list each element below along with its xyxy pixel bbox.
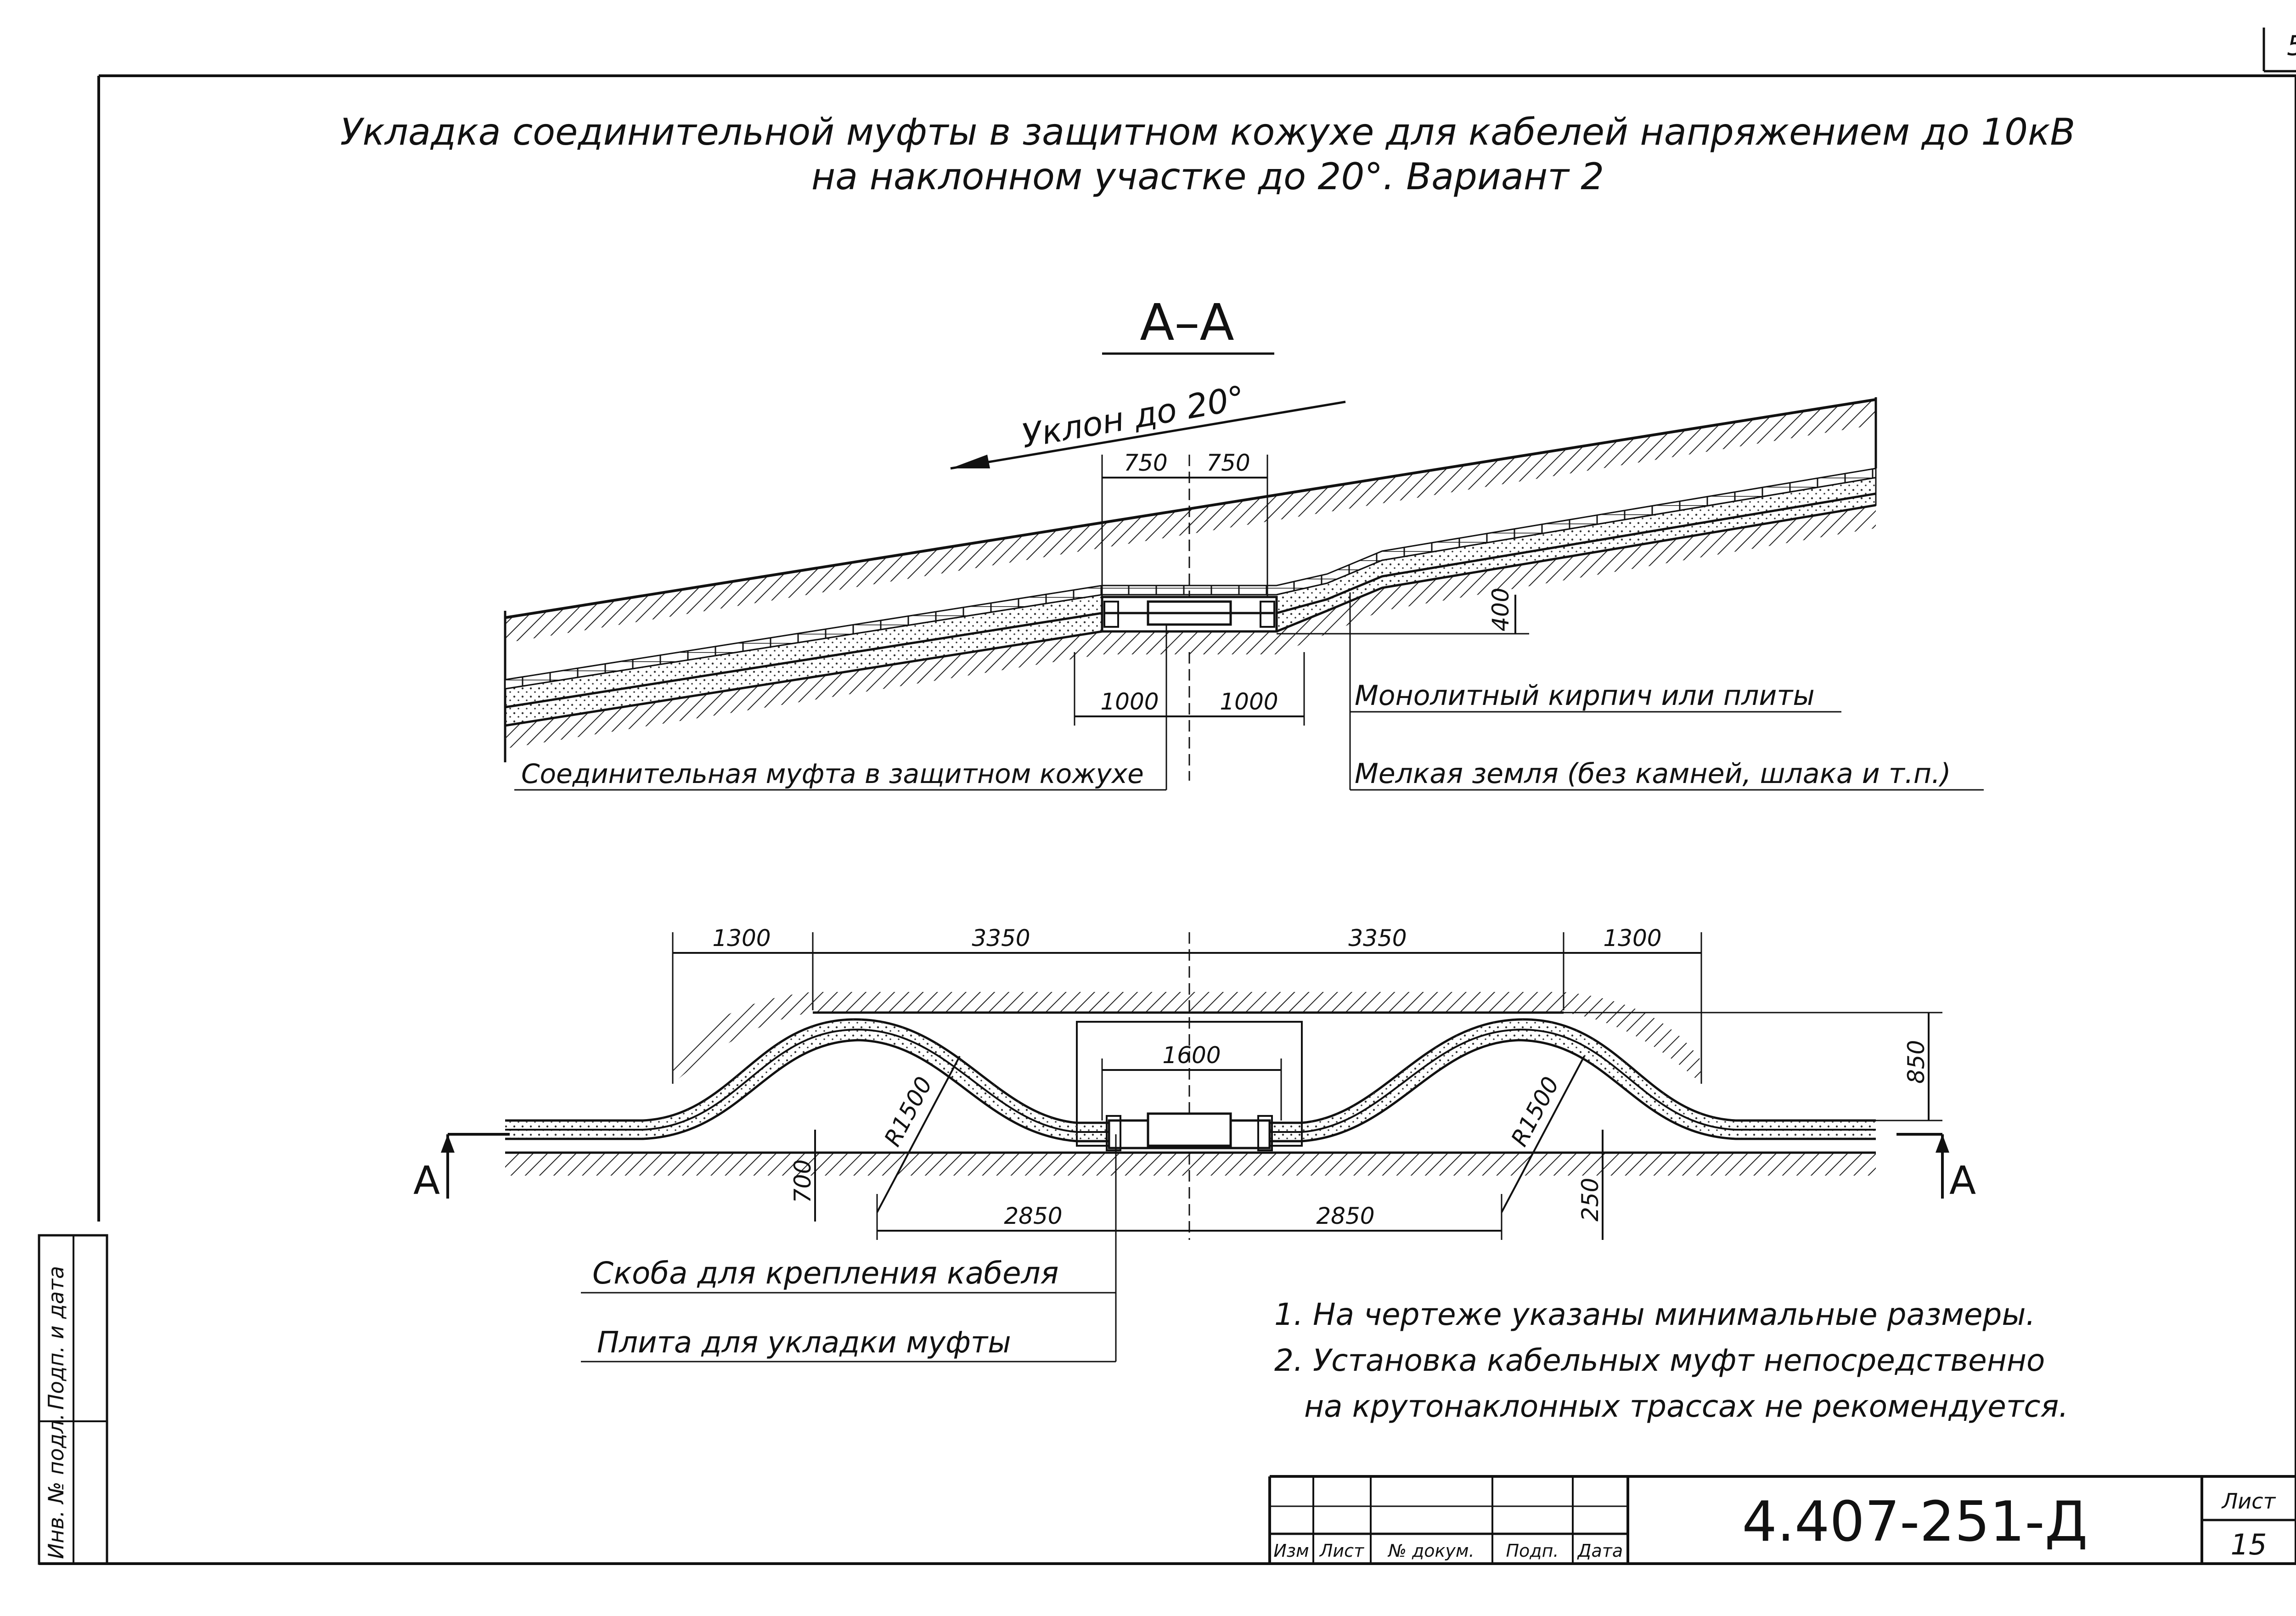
dim-750-group: 750 750 xyxy=(1101,450,1268,597)
col-izm: Изм xyxy=(1273,1541,1309,1561)
dim-1300-left: 1300 xyxy=(712,925,771,952)
dim-850-group: 850 xyxy=(1564,1012,1942,1121)
radius-left: R1500 xyxy=(879,1072,937,1150)
callout-coupling-text: Соединительная муфта в защитном кожухе xyxy=(521,758,1144,789)
side-stamp-sign-date: Подп. и дата xyxy=(44,1266,68,1410)
upper-view: Уклон до 20° 750 750 xyxy=(504,378,1984,791)
dim-750-left: 750 xyxy=(1124,450,1167,476)
dim-1600: 1600 xyxy=(1162,1042,1221,1069)
sheet-frame xyxy=(39,74,2296,1565)
dim-2850-right: 2850 xyxy=(1316,1203,1374,1229)
dim-850: 850 xyxy=(1903,1040,1930,1084)
dim-top-chain: 1300 3350 3350 1300 xyxy=(672,925,1702,1240)
callout-coupling: Соединительная муфта в защитном кожухе xyxy=(514,625,1167,791)
section-label: А–А xyxy=(1140,293,1234,352)
callout-bracket: Скоба для крепления кабеля xyxy=(581,1134,1117,1294)
col-doc-no: № докум. xyxy=(1387,1541,1474,1561)
callout-fine-soil: Мелкая земля (без камней, шлака и т.п.) xyxy=(1349,712,1984,791)
cable-line xyxy=(505,492,1876,709)
callout-plate: Плита для укладки муфты xyxy=(581,1293,1117,1363)
dim-700-group: 700 xyxy=(789,1130,816,1222)
callout-brick-text: Монолитный кирпич или плиты xyxy=(1355,680,1815,712)
slope-label: Уклон до 20° xyxy=(1019,378,1248,456)
notes: 1. На чертеже указаны минимальные размер… xyxy=(1274,1297,2068,1424)
dim-750-right: 750 xyxy=(1206,450,1250,476)
dim-1000-left: 1000 xyxy=(1100,688,1159,715)
corner-mark-text: 5 xyxy=(2287,30,2296,62)
callout-fine-soil-text: Мелкая земля (без камней, шлака и т.п.) xyxy=(1355,758,1951,790)
corner-mark: 5 xyxy=(2262,28,2296,73)
side-stamp-inv-no: Инв. № подл. xyxy=(44,1413,68,1559)
title-block: Изм Лист № докум. Подп. Дата 4.407-251-Д… xyxy=(1268,1475,2296,1564)
dim-3350-right: 3350 xyxy=(1348,925,1407,952)
section-mark-left-text: А xyxy=(413,1158,440,1204)
note-2: 2. Установка кабельных муфт непосредстве… xyxy=(1274,1343,2045,1378)
dim-1000-group: 1000 1000 xyxy=(1074,652,1305,781)
dim-2850-left: 2850 xyxy=(1004,1203,1062,1229)
dim-250: 250 xyxy=(1577,1178,1604,1222)
note-3: на крутонаклонных трассах не рекомендует… xyxy=(1304,1389,2068,1424)
section-mark-right-text: А xyxy=(1949,1158,1976,1204)
radius-leader-left xyxy=(876,1056,961,1213)
radius-leader-right xyxy=(1501,1056,1585,1213)
dim-250-group: 250 xyxy=(1577,1130,1604,1240)
trench-bottom-hatch xyxy=(505,505,1876,749)
coupling-lower xyxy=(1106,1112,1273,1151)
lower-view: 1300 3350 3350 1300 xyxy=(413,925,1976,1363)
col-date: Дата xyxy=(1577,1541,1623,1561)
dim-1600-group: 1600 xyxy=(1101,1042,1282,1121)
plateau-hatch xyxy=(813,992,1564,1013)
callout-plate-text: Плита для укладки муфты xyxy=(597,1326,1011,1360)
title-line-1: Укладка соединительной муфты в защитном … xyxy=(340,111,2075,153)
dim-3350-left: 3350 xyxy=(972,925,1030,952)
callout-brick: Монолитный кирпич или плиты xyxy=(1349,592,1841,713)
ground-surface-hatch xyxy=(505,400,1876,643)
sheet-label: Лист xyxy=(2221,1489,2276,1514)
dim-400-group: 400 xyxy=(1277,588,1529,635)
section-mark-left: А xyxy=(413,1133,510,1204)
right-slope-hatch xyxy=(1564,992,1701,1084)
callout-bracket-text: Скоба для крепления кабеля xyxy=(592,1256,1059,1291)
left-slope-hatch xyxy=(673,992,813,1084)
note-1: 1. На чертеже указаны минимальные размер… xyxy=(1274,1297,2035,1332)
col-sign: Подп. xyxy=(1506,1541,1559,1561)
sheet-number: 15 xyxy=(2231,1528,2267,1561)
side-stamp: Подп. и дата Инв. № подл. xyxy=(38,1234,108,1565)
dim-1300-right: 1300 xyxy=(1603,925,1661,952)
doc-code: 4.407-251-Д xyxy=(1742,1490,2088,1554)
dim-1000-right: 1000 xyxy=(1220,688,1278,715)
coupling-upper xyxy=(1101,596,1278,633)
title-line-2: на наклонном участке до 20°. Вариант 2 xyxy=(811,155,1604,198)
dim-700: 700 xyxy=(789,1160,816,1203)
col-list: Лист xyxy=(1319,1541,1365,1561)
bottom-hatch xyxy=(505,1153,1876,1176)
dim-2850-group: 2850 2850 xyxy=(876,1194,1503,1240)
ground-surface-line xyxy=(505,398,1876,619)
dim-400: 400 xyxy=(1487,588,1514,631)
section-mark-right: А xyxy=(1896,1133,1976,1204)
